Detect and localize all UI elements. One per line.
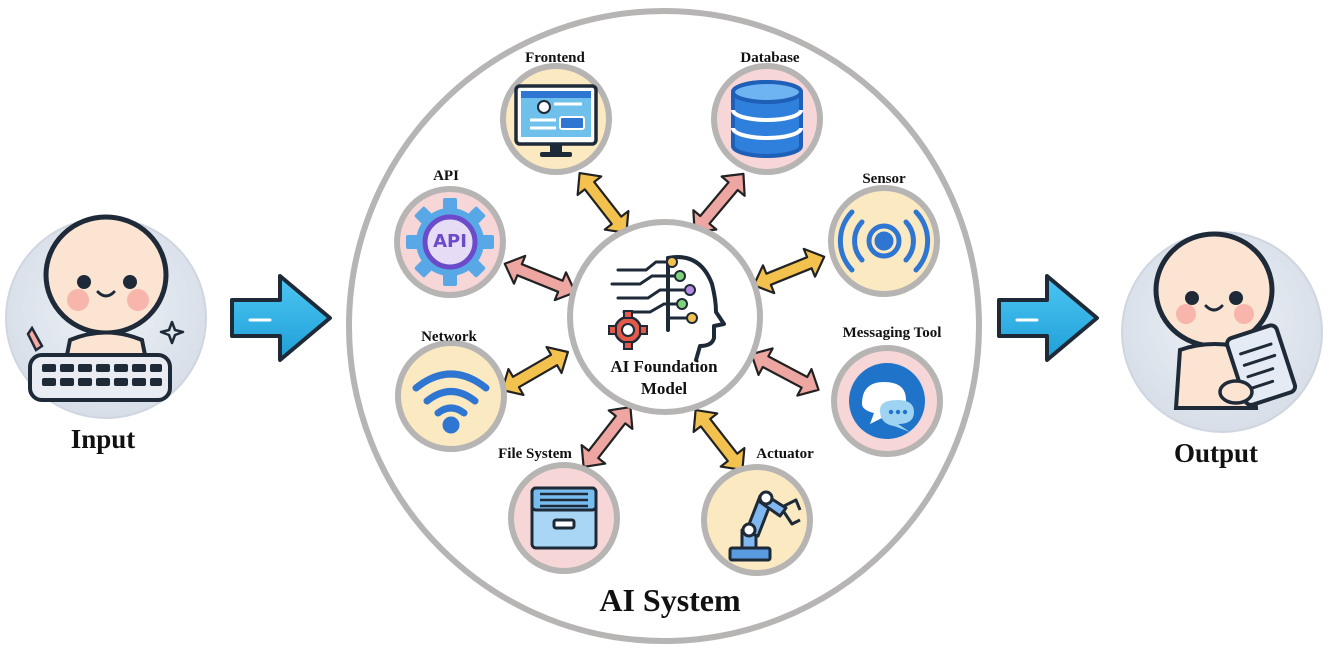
input-label: Input: [70, 424, 136, 454]
sensor-node: [828, 185, 940, 297]
signal-icon: [837, 209, 931, 273]
messaging-node: [831, 345, 943, 457]
database-node: [711, 63, 823, 175]
robot-arm-icon: [728, 490, 802, 562]
wifi-icon: [412, 370, 490, 434]
network-label: Network: [421, 329, 477, 345]
api-icon-text: API: [433, 231, 467, 252]
output-label: Output: [1173, 438, 1259, 468]
input-character-icon: [5, 214, 207, 419]
file-system-node: [508, 462, 620, 574]
frontend-label: Frontend: [525, 50, 585, 66]
ai-foundation-model-node: [567, 219, 763, 415]
center-label-line2: Model: [640, 379, 688, 398]
link-file-system: [570, 396, 644, 478]
api-label: API: [433, 168, 459, 184]
link-sensor: [747, 241, 831, 301]
frontend-node: [500, 63, 612, 175]
file-cabinet-icon: [530, 486, 598, 550]
api-node: [394, 186, 506, 298]
file-system-label: File System: [498, 446, 572, 462]
messaging-label: Messaging Tool: [842, 325, 942, 341]
database-label: Database: [740, 50, 800, 66]
ai-system-label: AI System: [599, 582, 741, 618]
monitor-icon: [514, 84, 598, 157]
link-api: [498, 248, 582, 308]
input-to-system-arrow: [230, 274, 332, 362]
gear-icon: [406, 198, 494, 286]
sensor-label: Sensor: [862, 171, 906, 187]
ai-system-ring: [346, 8, 982, 644]
actuator-label: Actuator: [756, 446, 814, 462]
center-node-label: AI Foundation Model: [610, 356, 717, 400]
network-node: [395, 340, 507, 452]
system-to-output-arrow: [997, 274, 1099, 362]
center-label-line1: AI Foundation: [610, 357, 718, 376]
output-character-icon: [1121, 231, 1323, 433]
actuator-node: [701, 464, 813, 576]
database-icon: [731, 80, 803, 158]
chat-icon: [849, 363, 925, 439]
